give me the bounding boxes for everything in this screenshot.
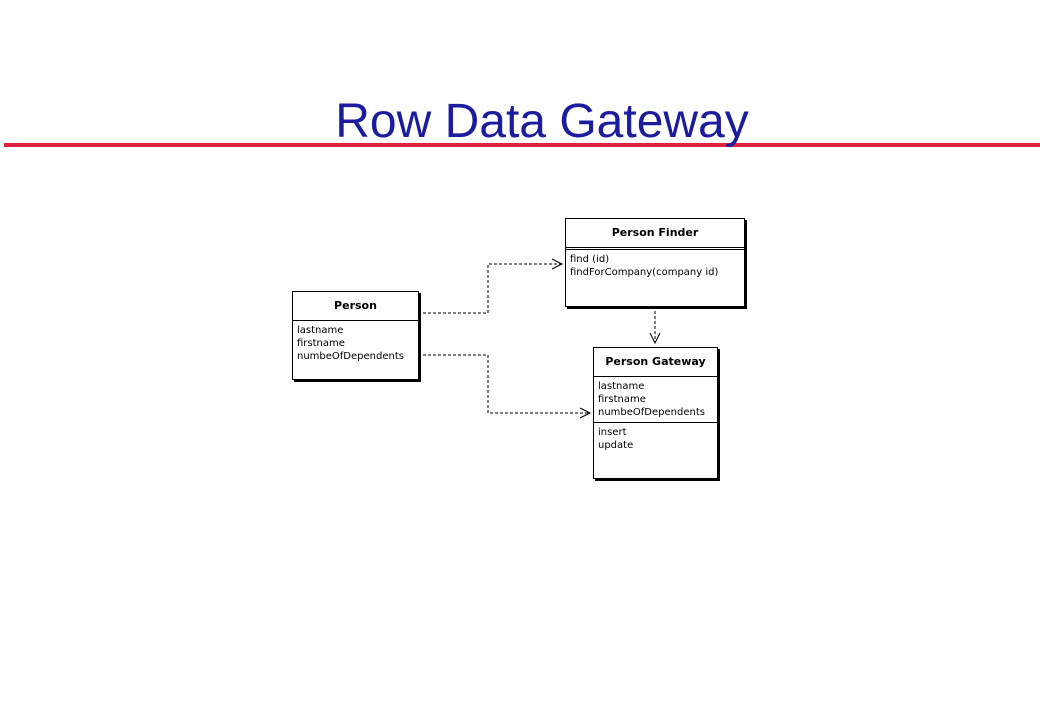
operation: findForCompany(company id) (570, 267, 719, 278)
operations-section: insert update (594, 423, 717, 455)
operation: find (id) (570, 254, 610, 265)
arrowhead-gateway (579, 407, 592, 419)
operation: insert (598, 427, 627, 438)
attribute: lastname (297, 325, 344, 336)
dependency-person-to-finder (418, 263, 562, 314)
class-name: Person Gateway (594, 348, 717, 377)
class-person-finder: Person Finder find (id) findForCompany(c… (565, 218, 745, 307)
dependency-person-to-gateway (418, 354, 590, 414)
operation: update (598, 440, 634, 451)
class-person: Person lastname firstname numbeOfDepende… (292, 291, 419, 380)
attribute: lastname (598, 381, 645, 392)
arrowhead-finder (551, 258, 564, 270)
title-underline (4, 143, 1040, 147)
slide-title: Row Data Gateway (335, 95, 749, 148)
attribute: numbeOfDependents (598, 407, 705, 418)
attributes-section: lastname firstname numbeOfDependents (594, 377, 717, 423)
class-name: Person (293, 292, 418, 321)
attribute: firstname (598, 394, 646, 405)
attributes-section: lastname firstname numbeOfDependents (293, 321, 418, 366)
operations-section: find (id) findForCompany(company id) (566, 250, 744, 282)
attribute: numbeOfDependents (297, 351, 404, 362)
class-name: Person Finder (566, 219, 744, 250)
class-person-gateway: Person Gateway lastname firstname numbeO… (593, 347, 718, 479)
attribute: firstname (297, 338, 345, 349)
arrowhead-gateway-top (649, 332, 661, 345)
